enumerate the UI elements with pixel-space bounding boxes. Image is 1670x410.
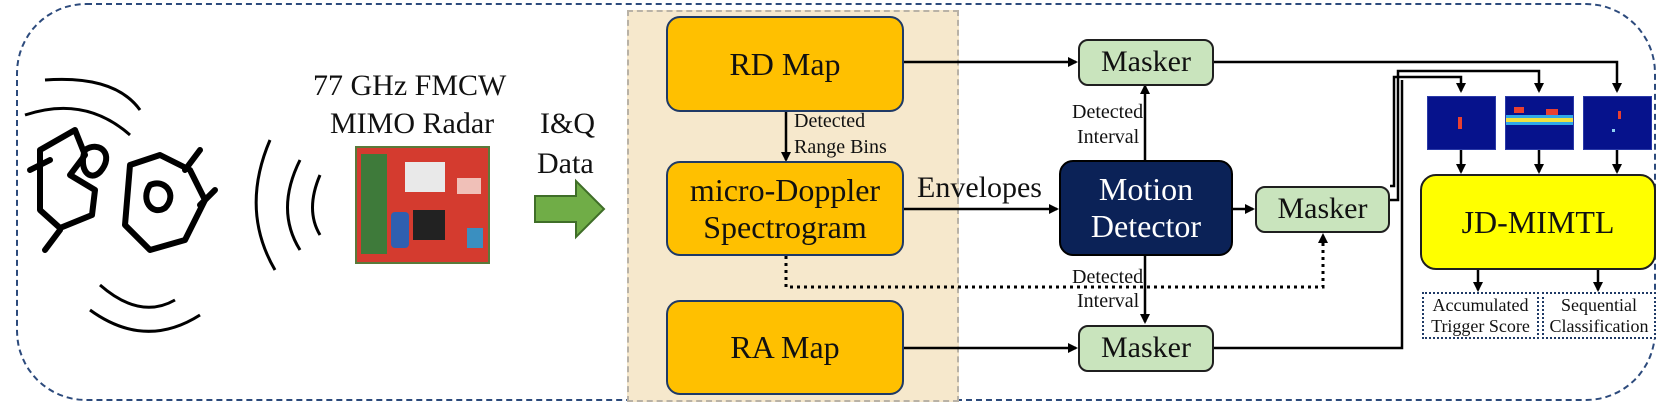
sequential-classification-box: Sequential Classification — [1542, 292, 1656, 339]
motion-detector-label-line1: Motion — [1098, 171, 1194, 208]
micro-doppler-label-line1: micro-Doppler — [689, 171, 881, 208]
radar-title-line2: MIMO Radar — [330, 107, 495, 140]
masker-bottom-block: Masker — [1078, 325, 1214, 372]
micro-doppler-block: micro-Doppler Spectrogram — [666, 161, 904, 256]
masker-mid-label: Masker — [1277, 192, 1368, 226]
radar-title-line1: 77 GHz FMCW — [313, 69, 507, 102]
jd-mimtl-label: JD-MIMTL — [1461, 203, 1615, 240]
micro-doppler-label-line2: Spectrogram — [703, 208, 867, 245]
doppler-thumbnail-image — [1505, 96, 1574, 150]
hand-gesture-icon — [27, 127, 218, 253]
ra-map-block: RA Map — [666, 300, 904, 395]
input-arrow-icon — [534, 178, 606, 240]
accumulated-line1: Accumulated — [1432, 294, 1529, 315]
ra-map-label: RA Map — [730, 329, 840, 366]
rd-map-block: RD Map — [666, 16, 904, 112]
sequential-line1: Sequential — [1561, 294, 1637, 315]
ra-thumbnail-image — [1583, 96, 1652, 150]
detected-interval-bottom-line2: Interval — [1077, 290, 1140, 312]
detected-interval-bottom-line1: Detected — [1072, 266, 1144, 288]
detected-range-label-line1: Detected — [794, 110, 866, 132]
motion-detector-label-line2: Detector — [1090, 208, 1202, 244]
jd-mimtl-block: JD-MIMTL — [1420, 174, 1656, 270]
radar-board-image — [355, 146, 490, 264]
iq-label-line1: I&Q — [540, 107, 595, 140]
envelopes-label: Envelopes — [917, 171, 1042, 204]
accumulated-line2: Trigger Score — [1431, 315, 1530, 336]
masker-bottom-label: Masker — [1101, 331, 1191, 365]
masker-top-block: Masker — [1078, 39, 1214, 86]
wave-arcs-icon — [24, 77, 322, 333]
motion-detector-block: Motion Detector — [1059, 160, 1233, 256]
detected-interval-top-line2: Interval — [1077, 126, 1140, 148]
masker-top-label: Masker — [1101, 45, 1191, 79]
detected-range-label-line2: Range Bins — [794, 136, 887, 158]
rd-map-label: RD Map — [729, 45, 841, 82]
masker-mid-block: Masker — [1255, 186, 1390, 233]
sequential-line2: Classification — [1549, 315, 1649, 336]
accumulated-trigger-score-box: Accumulated Trigger Score — [1422, 292, 1539, 339]
iq-label-line2: Data — [537, 147, 594, 180]
rd-thumbnail-image — [1427, 96, 1496, 150]
detected-interval-top-line1: Detected — [1072, 101, 1144, 123]
